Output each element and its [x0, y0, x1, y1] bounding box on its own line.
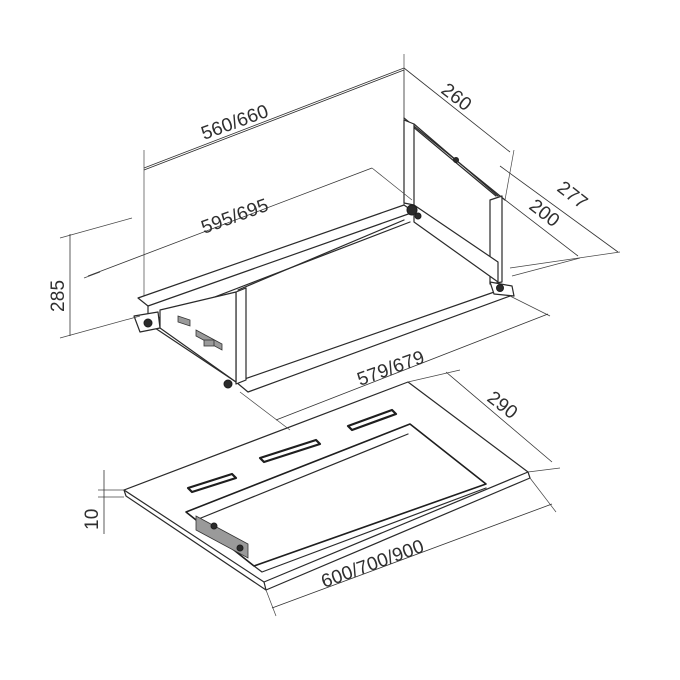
filter-slot-left	[186, 472, 238, 494]
hood-panel	[123, 381, 531, 591]
label-panel-depth: 290	[483, 387, 521, 423]
label-depth-200: 200	[525, 195, 563, 231]
label-height: 285	[48, 280, 69, 312]
filter-slot-mid	[258, 438, 322, 464]
label-frame-width: 595/695	[199, 195, 272, 239]
dimension-lines	[59, 54, 621, 617]
label-depth-260: 260	[437, 79, 475, 115]
label-inner-width: 579/679	[355, 347, 428, 391]
hood-body	[133, 69, 515, 393]
filter-slot-right	[346, 408, 398, 432]
label-top-width: 560/660	[199, 101, 272, 145]
label-panel-thickness: 10	[82, 508, 103, 530]
